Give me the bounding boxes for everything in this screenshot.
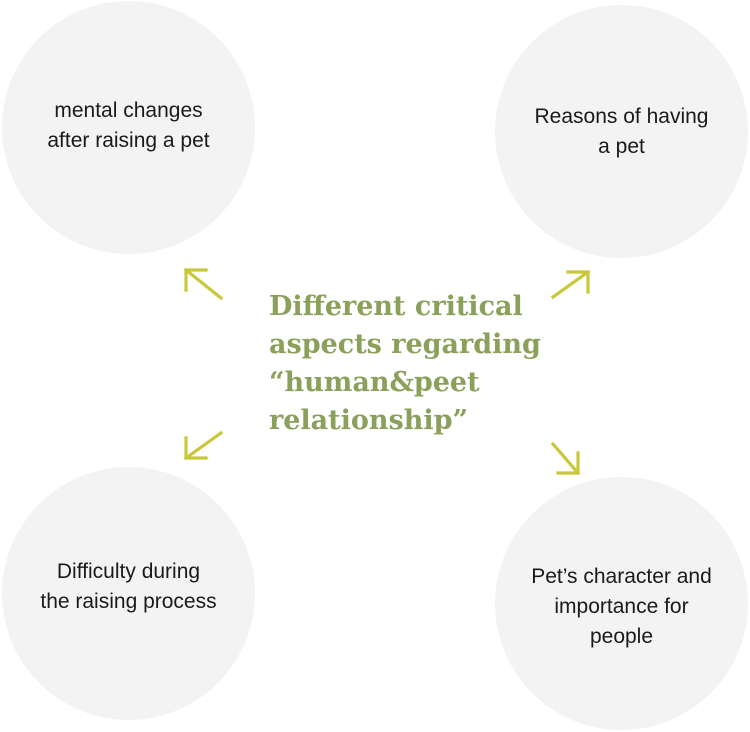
arrow-up-right-icon	[550, 269, 591, 300]
arrow-down-right-icon	[550, 441, 581, 476]
node-pet-character: Pet’s character and importance for peopl…	[495, 477, 748, 730]
arrow-down-left-icon	[183, 430, 224, 461]
node-pet-character-label: Pet’s character and importance for peopl…	[531, 564, 712, 648]
node-mental-changes: mental changes after raising a pet	[2, 1, 255, 254]
node-difficulty-label: Difficulty during the raising process	[40, 559, 217, 613]
node-reasons-label: Reasons of having a pet	[534, 104, 709, 158]
center-title: Different critical aspects regarding “hu…	[269, 291, 541, 436]
node-difficulty: Difficulty during the raising process	[2, 467, 255, 720]
arrow-up-left-icon	[183, 267, 224, 301]
node-mental-changes-label: mental changes after raising a pet	[47, 98, 210, 152]
node-reasons: Reasons of having a pet	[495, 5, 748, 258]
